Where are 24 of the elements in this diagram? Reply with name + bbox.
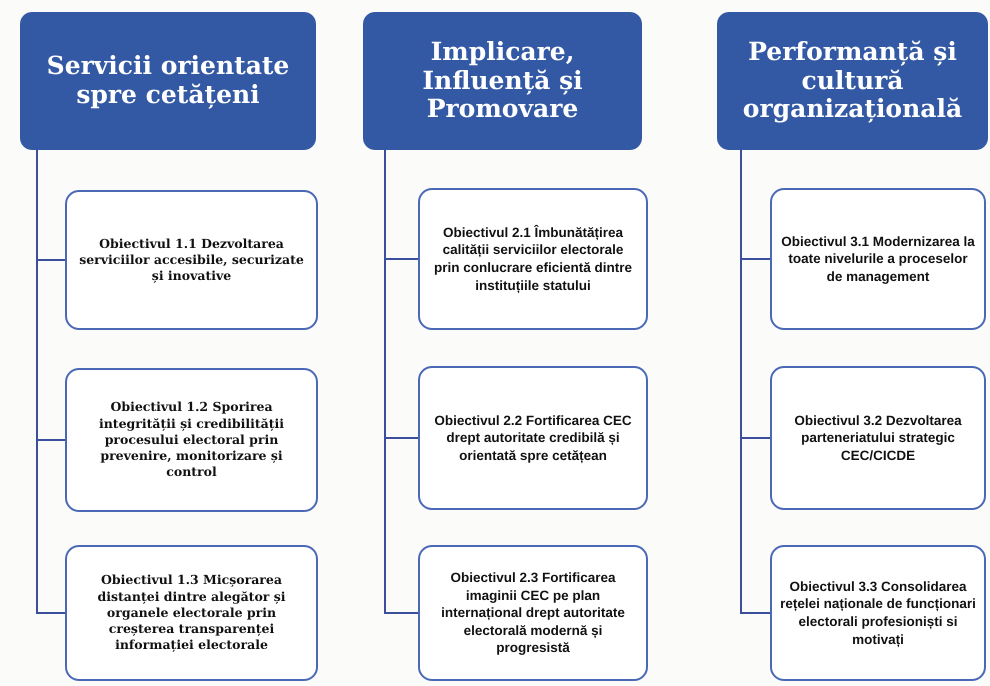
objective-text: Obiectivul 3.1 Modernizarea la toate nivelurile a proceselor de management bbox=[780, 232, 976, 286]
objective-text: Obiectivul 1.2 Sporirea integrității și credibilității procesului electoral prin prevenire, monitorizare și control bbox=[98, 399, 286, 481]
objective-text: Obiectivul 1.1 Dezvoltarea serviciilor accesibile, securizate și inovative bbox=[78, 236, 305, 284]
objective-text: Obiectivul 3.3 Consolidarea rețelei naționale de funcționari electorali profesioniști si motivați bbox=[780, 578, 976, 648]
objective-text: Obiectivul 1.3 Micșorarea distanței dintre alegător și organele electorale prin creșterea transparenței informației electorale bbox=[96, 572, 287, 654]
objective-box bbox=[418, 545, 648, 681]
heading-text: Servicii orientate spre cetățeni bbox=[46, 52, 290, 110]
objective-box bbox=[65, 368, 318, 512]
objective-text: Obiectivul 3.2 Dezvoltarea parteneriatului strategic CEC/CICDE bbox=[793, 412, 963, 464]
objective-box bbox=[418, 188, 648, 330]
objective-box bbox=[770, 545, 986, 681]
objective-box bbox=[65, 190, 318, 330]
objective-box bbox=[770, 188, 986, 330]
heading-box bbox=[717, 12, 988, 150]
heading-text: Performanță și cultură organizațională bbox=[742, 38, 964, 124]
objective-box bbox=[65, 545, 318, 681]
objective-box bbox=[770, 366, 986, 510]
heading-text: Implicare, Influență și Promovare bbox=[421, 38, 584, 124]
objective-text: Obiectivul 2.2 Fortificarea CEC drept autoritate credibilă și orientată spre cetățean bbox=[433, 412, 633, 464]
objective-text: Obiectivul 2.1 Îmbunătățirea calității serviciilor electorale prin conlucrare eficientă dintre instituțiile statului bbox=[432, 224, 634, 294]
objective-text: Obiectivul 2.3 Fortificarea imaginii CEC pe plan internațional drept autoritate electorală modernă și progresistă bbox=[440, 569, 626, 657]
heading-box bbox=[363, 12, 642, 150]
heading-box bbox=[20, 12, 316, 150]
objective-box bbox=[418, 366, 648, 510]
